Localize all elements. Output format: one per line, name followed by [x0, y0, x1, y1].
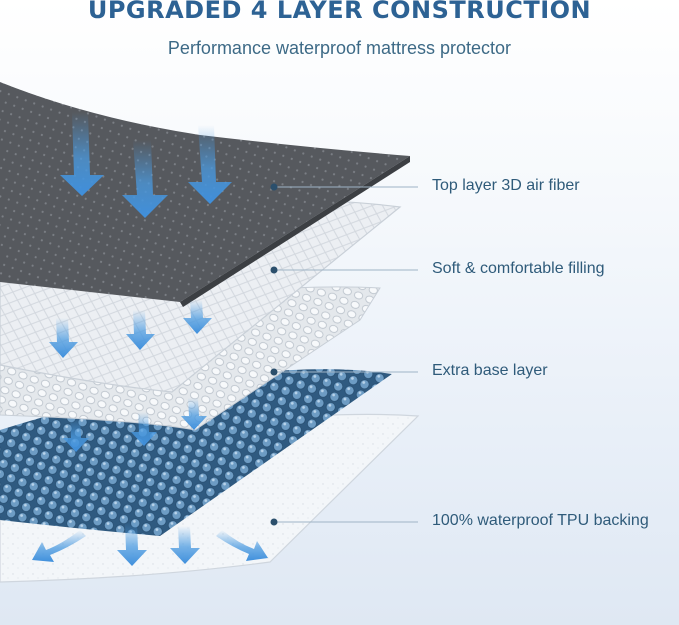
callout-dot: [270, 266, 278, 274]
page-subtitle: Performance waterproof mattress protecto…: [167, 38, 512, 58]
callout-dot: [270, 183, 278, 191]
layer-label-backing: 100% waterproof TPU backing: [432, 512, 649, 529]
layer-label-filling: Soft & comfortable filling: [432, 260, 605, 277]
callout-dot: [270, 518, 278, 526]
callouts: [270, 183, 418, 526]
callout-dot: [270, 368, 278, 376]
layer-label-top: Top layer 3D air fiber: [432, 177, 580, 194]
layer-label-base: Extra base layer: [432, 362, 548, 379]
page-title: UPGRADED 4 LAYER CONSTRUCTION: [87, 0, 592, 24]
airflow-arrows: [32, 112, 268, 566]
